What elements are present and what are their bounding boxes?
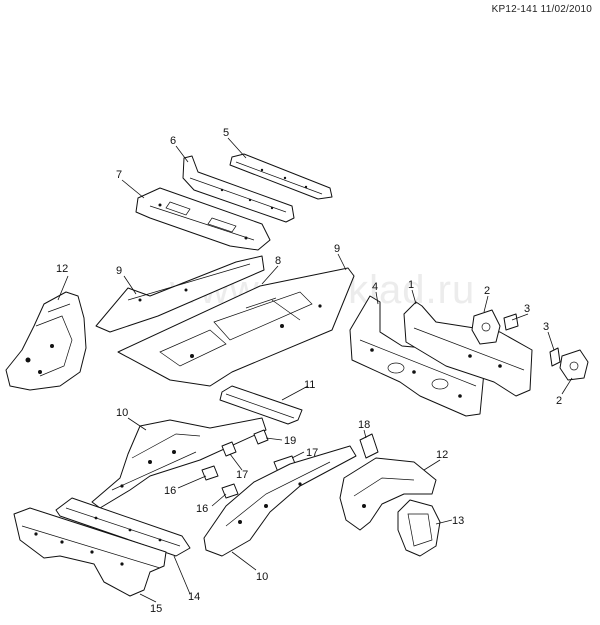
callout-2-lower: 2 <box>556 395 562 407</box>
callout-11: 11 <box>304 379 315 391</box>
callout-4: 4 <box>372 281 378 293</box>
callout-18: 18 <box>358 419 370 431</box>
part-17-bracket-a <box>221 441 237 457</box>
part-3-bracket-upper <box>503 313 519 331</box>
callout-17-right: 17 <box>306 447 318 459</box>
callout-16-lower: 16 <box>196 503 208 515</box>
part-14-sill <box>55 497 191 557</box>
part-10-rail-left <box>91 417 267 509</box>
part-13-panel <box>397 499 441 557</box>
callout-15: 15 <box>150 603 162 615</box>
part-7-floor-panel <box>135 187 271 251</box>
part-19-bracket <box>253 429 269 445</box>
part-16-bracket-a <box>201 465 219 481</box>
callout-3-upper: 3 <box>524 303 530 315</box>
part-3-bracket-lower <box>549 347 561 367</box>
callout-10-right: 10 <box>256 571 268 583</box>
callout-17-left: 17 <box>236 469 248 481</box>
part-1-rear-panel <box>403 301 533 397</box>
part-2-bracket-lower <box>559 349 589 381</box>
part-12-wheelhouse-left <box>5 291 87 391</box>
part-8-floor-panel <box>117 267 355 387</box>
callout-8: 8 <box>275 255 281 267</box>
callout-5: 5 <box>223 127 229 139</box>
document-reference: KP12-141 11/02/2010 <box>491 4 592 15</box>
part-16-bracket-b <box>221 483 239 499</box>
callout-3-lower: 3 <box>543 321 549 333</box>
part-2-bracket-upper <box>471 309 501 345</box>
callout-1: 1 <box>408 279 414 291</box>
callout-12-left: 12 <box>56 263 68 275</box>
callout-14: 14 <box>188 591 200 603</box>
part-9-bracket-left <box>95 255 265 333</box>
callout-labels: 5 6 7 12 9 8 9 4 1 2 3 3 2 11 10 19 17 1… <box>56 127 562 615</box>
part-11-crossmember <box>219 385 303 425</box>
callout-10-left: 10 <box>116 407 128 419</box>
part-18-bracket <box>359 433 379 459</box>
part-10-rail-right <box>203 445 357 557</box>
callout-19: 19 <box>284 435 296 447</box>
part-5-rail <box>229 153 333 200</box>
callout-13: 13 <box>452 515 464 527</box>
callout-6: 6 <box>170 135 176 147</box>
callout-2-upper: 2 <box>484 285 490 297</box>
part-6-rail <box>182 155 295 223</box>
part-12-wheelhouse-right <box>339 457 437 531</box>
leader-lines <box>57 137 573 603</box>
callout-9-left: 9 <box>116 265 122 277</box>
callout-12-right: 12 <box>436 449 448 461</box>
callout-7: 7 <box>116 169 122 181</box>
callout-16-upper: 16 <box>164 485 176 497</box>
callout-9-right: 9 <box>334 243 340 255</box>
part-15-sill-panel <box>13 507 167 597</box>
